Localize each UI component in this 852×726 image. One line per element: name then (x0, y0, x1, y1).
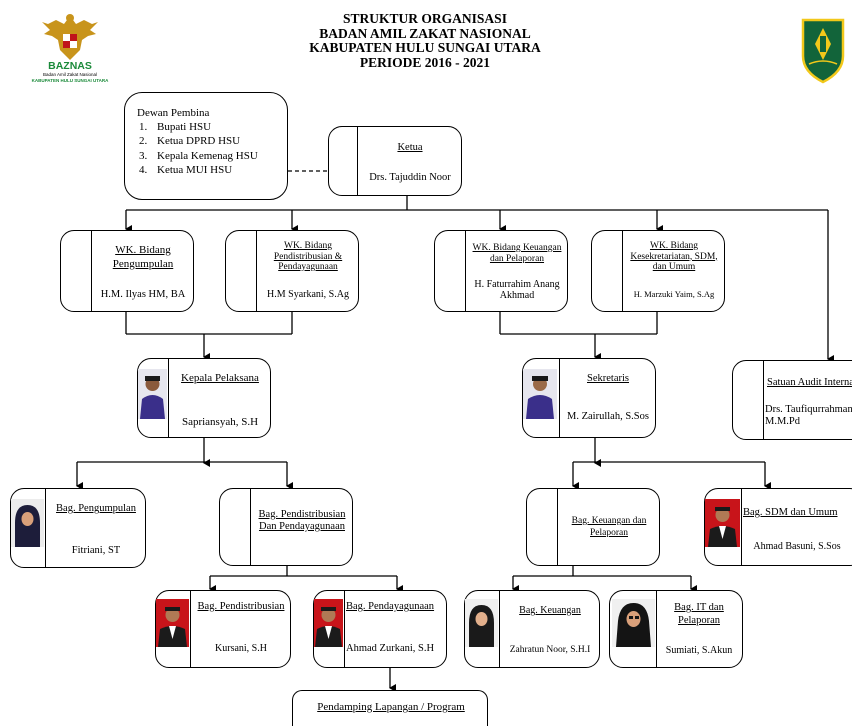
baznas-name: BAZNAS (48, 60, 92, 72)
pendamping-box: Pendamping Lapangan / Program (292, 690, 488, 726)
bag-pendistribusian-box: Bag. Pendistribusian Kursani, S.H (155, 590, 291, 668)
bag-pengumpulan-name: Fitriani, ST (71, 545, 121, 556)
baznas-logo: BAZNAS Badan Amil Zakat Nasional KABUPAT… (30, 10, 110, 83)
bag-pengumpulan-photo (11, 499, 44, 547)
advisor-number: 2. (139, 135, 148, 148)
wk-pengumpulan-title: WK. Bidang Pengumpulan (112, 244, 174, 270)
audit-box: Satuan Audit Internal Drs. Taufiqurrahma… (732, 360, 852, 440)
bag-pendistribusian-title: Bag. Pendistribusian (197, 601, 285, 612)
wk-pendistribusian-name: H.M Syarkani, S.Ag (267, 289, 349, 300)
kepala-pelaksana-name: Sapriansyah, S.H (181, 416, 259, 428)
wk-kesekretariatan-box: WK. Bidang Kesekretariatan, SDM, dan Umu… (591, 230, 725, 312)
bag-pendistribusian-photo (156, 599, 189, 647)
advisor-text: Ketua DPRD HSU (157, 135, 241, 148)
advisory-board-list: 1. Bupati HSU 2. Ketua DPRD HSU 3. Kepala K… (139, 120, 258, 177)
sekretaris-title: Sekretaris (587, 373, 629, 384)
bag-keuangan-pelaporan-title: Bag. Keuangan dan Pelaporan (571, 516, 647, 538)
bag-pengumpulan-box: Bag. Pengumpulan Fitriani, ST (10, 488, 146, 568)
bag-sdm-umum-photo (705, 499, 740, 547)
baznas-sub2: KABUPATEN HULU SUNGAI UTARA (31, 78, 109, 83)
garuda-icon (42, 14, 98, 60)
bag-pendayagunaan-box: Bag. Pendayagunaan Ahmad Zurkani, S.H (313, 590, 447, 668)
wk-pengumpulan-box: WK. Bidang Pengumpulan H.M. Ilyas HM, BA (60, 230, 194, 312)
advisor-item: 1. Bupati HSU (139, 120, 258, 134)
kepala-pelaksana-title: Kepala Pelaksana (181, 372, 259, 384)
advisor-item: 2. Ketua DPRD HSU (139, 134, 258, 148)
audit-title: Satuan Audit Internal (767, 377, 852, 388)
bag-sdm-umum-box: Bag. SDM dan Umum Ahmad Basuni, S.Sos (704, 488, 852, 566)
advisor-text: Bupati HSU (157, 121, 212, 133)
bag-sdm-umum-title: Bag. SDM dan Umum (743, 507, 838, 518)
advisory-board-box: Dewan Pembina 1. Bupati HSU 2. Ketua DPRD … (124, 92, 288, 200)
title-line-4: PERIODE 2016 - 2021 (359, 54, 491, 70)
advisory-board-title: Dewan Pembina (137, 107, 210, 119)
shield-icon (801, 18, 845, 84)
sekretaris-box: Sekretaris M. Zairullah, S.Sos (522, 358, 656, 438)
sekretaris-photo (523, 369, 557, 419)
bag-pendistribusian-pendayagunaan-title: Bag. Pendistribusian Dan Pendayagunaan (258, 509, 346, 532)
bag-keuangan-title: Bag. Keuangan (519, 605, 581, 616)
kepala-pelaksana-photo (138, 369, 167, 419)
kepala-pelaksana-box: Kepala Pelaksana Sapriansyah, S.H (137, 358, 271, 438)
advisor-number: 4. (139, 163, 148, 176)
bag-pendistribusian-pendayagunaan-box: Bag. Pendistribusian Dan Pendayagunaan (219, 488, 353, 566)
wk-pendistribusian-title: WK. Bidang Pendistribusian & Pendayaguna… (273, 241, 343, 272)
ketua-title: Ketua (397, 142, 423, 153)
title-line-2: BADAN AMIL ZAKAT NASIONAL (319, 25, 531, 41)
bag-pengumpulan-title: Bag. Pengumpulan (56, 503, 136, 514)
advisor-item: 4. Ketua MUI HSU (139, 163, 258, 177)
regency-emblem (800, 14, 846, 84)
bag-it-pelaporan-photo (612, 599, 655, 647)
bag-keuangan-box: Bag. Keuangan Zahratun Noor, S.H.I (464, 590, 600, 668)
bag-it-pelaporan-name: Sumiati, S.Akun (665, 645, 733, 656)
bag-pendistribusian-name: Kursani, S.H (215, 643, 267, 654)
advisor-text: Ketua MUI HSU (157, 163, 233, 176)
bag-it-pelaporan-title: Bag. IT dan Pelaporan (674, 602, 724, 626)
wk-kesekretariatan-title: WK. Bidang Kesekretariatan, SDM, dan Umu… (630, 241, 718, 272)
bag-keuangan-name: Zahratun Noor, S.H.I (509, 645, 591, 655)
baznas-sub1: Badan Amil Zakat Nasional (42, 72, 98, 77)
wk-keuangan-box: WK. Bidang Keuangan dan Pelaporan H. Fat… (434, 230, 568, 312)
pendamping-title: Pendamping Lapangan / Program (317, 701, 465, 713)
bag-sdm-umum-name: Ahmad Basuni, S.Sos (753, 541, 841, 552)
advisor-item: 3. Kepala Kemenag HSU (139, 149, 258, 163)
sekretaris-name: M. Zairullah, S.Sos (567, 411, 649, 422)
bag-keuangan-photo (465, 599, 498, 647)
wk-keuangan-title: WK. Bidang Keuangan dan Pelaporan (472, 243, 562, 264)
ketua-box: Ketua Drs. Tajuddin Noor (328, 126, 462, 196)
title-line-1: STRUKTUR ORGANISASI (343, 11, 507, 26)
bag-pendayagunaan-title: Bag. Pendayagunaan (346, 601, 435, 612)
wk-pendistribusian-box: WK. Bidang Pendistribusian & Pendayaguna… (225, 230, 359, 312)
bag-pendayagunaan-photo (314, 599, 343, 647)
wk-pengumpulan-name: H.M. Ilyas HM, BA (100, 289, 186, 300)
advisor-number: 1. (139, 121, 148, 133)
bag-keuangan-pelaporan-box: Bag. Keuangan dan Pelaporan (526, 488, 660, 566)
bag-it-pelaporan-box: Bag. IT dan Pelaporan Sumiati, S.Akun (609, 590, 743, 668)
page-title: STRUKTUR ORGANISASI BADAN AMIL ZAKAT NAS… (250, 11, 600, 70)
audit-name: Drs. Taufiqurrahman, M.M.Pd (765, 404, 852, 427)
title-line-3: KABUPATEN HULU SUNGAI UTARA (309, 40, 541, 55)
bag-pendayagunaan-name: Ahmad Zurkani, S.H (346, 643, 435, 654)
wk-kesekretariatan-name: H. Marzuki Yaim, S.Ag (633, 289, 715, 299)
advisor-number: 3. (139, 149, 148, 162)
wk-keuangan-name: H. Faturrahim Anang Akhmad (474, 279, 560, 301)
ketua-name: Drs. Tajuddin Noor (369, 172, 451, 183)
advisor-text: Kepala Kemenag HSU (157, 149, 258, 162)
